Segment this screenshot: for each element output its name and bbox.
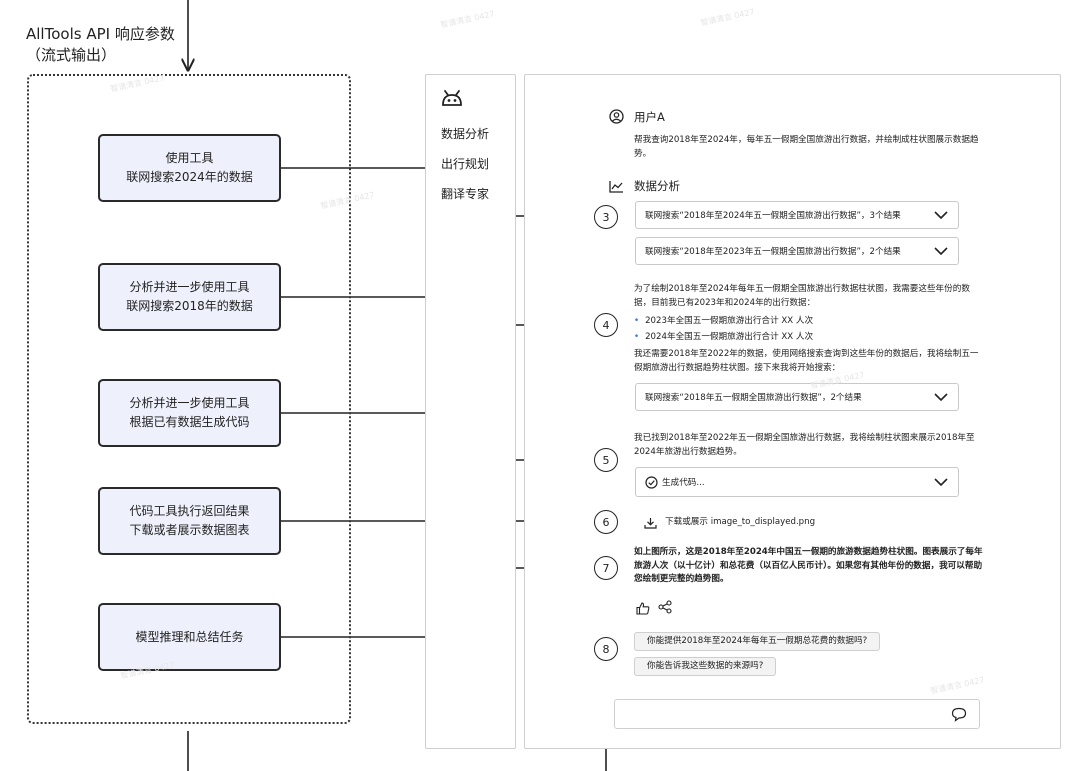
assistant-name: 数据分析	[634, 179, 680, 193]
code-generation-row[interactable]: 生成代码...	[635, 467, 959, 497]
bullet-2024-text: 2024年全国五一假期旅游出行合计 XX 人次	[645, 332, 814, 342]
step-marker-8: 8	[594, 637, 618, 661]
code-label: 生成代码...	[662, 478, 705, 488]
chat-input[interactable]	[614, 699, 980, 729]
check-circle-icon	[645, 475, 658, 489]
step-4-line1: 代码工具执行返回结果	[129, 504, 250, 518]
analysis-intro: 为了绘制2018年至2024年每年五一假期全国旅游出行数据柱状图，我需要这些年份…	[634, 284, 970, 308]
step-marker-4: 4	[594, 313, 618, 337]
share-icon[interactable]	[658, 599, 672, 618]
step-2-line1: 分析并进一步使用工具	[129, 280, 250, 294]
robot-icon	[441, 89, 463, 111]
step-1-line2: 联网搜索2024年的数据	[126, 170, 253, 184]
download-icon[interactable]	[644, 514, 657, 533]
chevron-down-icon	[934, 478, 948, 487]
step-1-line1: 使用工具	[165, 151, 214, 165]
user-name: 用户A	[634, 110, 665, 124]
step-marker-6: 6	[594, 510, 618, 534]
suggestion-chip-1[interactable]: 你能提供2018年至2024年每年五一假期总花费的数据吗?	[634, 632, 881, 651]
sidebar-item-travel-planning[interactable]: 出行规划	[441, 157, 490, 171]
diagram-title-line2: （流式输出）	[26, 46, 117, 64]
step-box-3: 分析并进一步使用工具 根据已有数据生成代码	[98, 379, 281, 447]
chevron-down-icon	[934, 393, 948, 402]
found-message: 我已找到2018年至2022年五一假期全国旅游出行数据，我将绘制柱状图来展示20…	[634, 433, 975, 457]
diagram-title: AllTools API 响应参数 （流式输出）	[26, 24, 175, 66]
step-marker-7: 7	[594, 556, 618, 580]
step-marker-5: 5	[594, 448, 618, 472]
bullet-item-2023: • 2023年全国五一假期旅游出行合计 XX 人次	[634, 315, 813, 328]
user-message: 帮我查询2018年至2024年，每年五一假期全国旅游出行数据，并绘制成柱状图展示…	[634, 135, 979, 159]
chevron-down-icon	[934, 211, 948, 220]
stream-output-frame	[27, 74, 351, 724]
watermark: 智谱清言 0427	[699, 7, 756, 28]
search-2-label: 联网搜索“2018年至2023年五一假期全国旅游出行数据”，2个结果	[645, 247, 901, 257]
search-1-label: 联网搜索“2018年至2024年五一假期全国旅游出行数据”，3个结果	[645, 211, 901, 221]
chevron-down-icon	[934, 247, 948, 256]
step-box-1: 使用工具 联网搜索2024年的数据	[98, 134, 281, 202]
bullet-item-2024: • 2024年全国五一假期旅游出行合计 XX 人次	[634, 331, 813, 344]
download-link[interactable]: 下载或展示 image_to_displayed.png	[665, 517, 816, 527]
analysis-more: 我还需要2018年至2022年的数据，使用网络搜索查询到这些年份的数据后，我将绘…	[634, 349, 979, 373]
search-3-label: 联网搜索“2018年五一假期全国旅游出行数据”，2个结果	[645, 393, 862, 403]
sidebar-item-data-analysis[interactable]: 数据分析	[441, 127, 490, 141]
search-result-row-2[interactable]: 联网搜索“2018年至2023年五一假期全国旅游出行数据”，2个结果	[635, 237, 959, 265]
step-4-line2: 下载或者展示数据图表	[129, 523, 250, 537]
step-marker-3: 3	[594, 205, 618, 229]
chat-bubble-icon[interactable]	[951, 707, 967, 722]
diagram-title-line1: AllTools API 响应参数	[26, 25, 175, 43]
search-result-row-3[interactable]: 联网搜索“2018年五一假期全国旅游出行数据”，2个结果	[635, 383, 959, 411]
step-5-line1: 模型推理和总结任务	[135, 629, 244, 644]
user-icon	[609, 109, 624, 128]
bullet-dot: •	[634, 316, 640, 326]
step-box-5: 模型推理和总结任务	[98, 603, 281, 671]
search-result-row-1[interactable]: 联网搜索“2018年至2024年五一假期全国旅游出行数据”，3个结果	[635, 201, 959, 229]
bullet-2023-text: 2023年全国五一假期旅游出行合计 XX 人次	[645, 316, 814, 326]
step-box-4: 代码工具执行返回结果 下载或者展示数据图表	[98, 487, 281, 555]
thumbs-up-icon[interactable]	[636, 600, 650, 619]
step-box-2: 分析并进一步使用工具 联网搜索2018年的数据	[98, 263, 281, 331]
step-3-line1: 分析并进一步使用工具	[129, 396, 250, 410]
summary-message: 如上图所示，这是2018年至2024年中国五一假期的旅游数据趋势柱状图。图表展示…	[634, 547, 983, 584]
agent-sidebar: 数据分析 出行规划 翻译专家	[425, 74, 516, 749]
watermark: 智谱清言 0427	[439, 9, 496, 30]
sidebar-item-translator[interactable]: 翻译专家	[441, 187, 490, 201]
line-chart-icon	[609, 178, 624, 197]
step-3-line2: 根据已有数据生成代码	[129, 415, 250, 429]
bullet-dot: •	[634, 332, 640, 342]
suggestion-chip-2[interactable]: 你能告诉我这些数据的来源吗?	[634, 657, 777, 676]
step-2-line2: 联网搜索2018年的数据	[126, 299, 253, 313]
